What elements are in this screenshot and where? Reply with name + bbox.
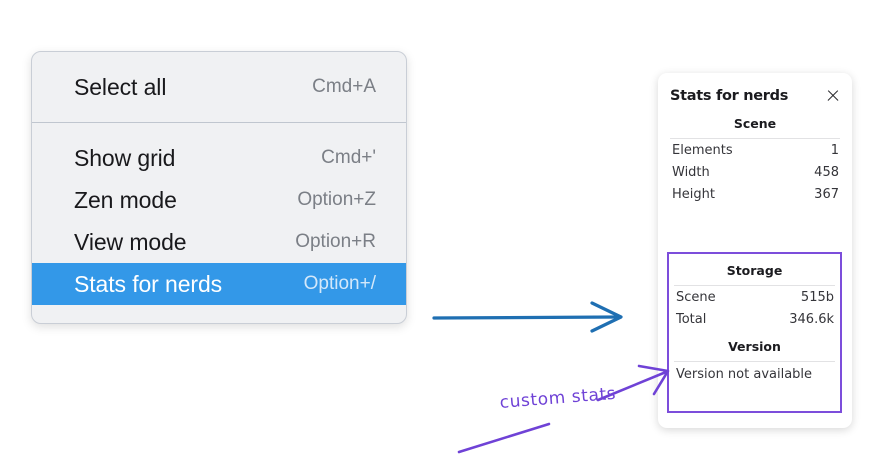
menu-item-shortcut: Option+/: [303, 273, 376, 294]
stat-row-width: Width 458: [667, 161, 843, 183]
menu-item-label: Zen mode: [74, 186, 177, 213]
stat-label: Elements: [672, 142, 733, 158]
menu-group-1: Select all Cmd+A: [32, 52, 406, 122]
stat-value: 1: [830, 142, 839, 158]
menu-item-stats-for-nerds[interactable]: Stats for nerds Option+/: [32, 263, 406, 305]
menu-group-2: Show grid Cmd+' Zen mode Option+Z View m…: [32, 123, 406, 305]
menu-item-zen-mode[interactable]: Zen mode Option+Z: [32, 179, 406, 221]
section-divider: [674, 361, 835, 362]
menu-item-shortcut: Cmd+': [321, 147, 376, 168]
section-divider: [674, 285, 835, 286]
stat-row-height: Height 367: [667, 183, 843, 205]
custom-stats-region: Storage Scene 515b Total 346.6k Version …: [667, 252, 842, 413]
stat-label: Width: [672, 164, 710, 180]
menu-item-shortcut: Cmd+A: [312, 76, 376, 97]
menu-item-select-all[interactable]: Select all Cmd+A: [32, 66, 406, 108]
stat-label: Total: [676, 311, 707, 327]
stat-row-storage-scene: Scene 515b: [671, 286, 838, 308]
section-heading-version: Version: [728, 339, 781, 354]
menu-item-label: Show grid: [74, 144, 176, 171]
stats-for-nerds-panel[interactable]: Stats for nerds Scene Elements 1 Width 4…: [658, 73, 852, 428]
section-heading-storage: Storage: [726, 263, 783, 278]
menu-item-label: View mode: [74, 228, 187, 255]
menu-item-view-mode[interactable]: View mode Option+R: [32, 221, 406, 263]
context-menu[interactable]: Select all Cmd+A Show grid Cmd+' Zen mod…: [31, 51, 407, 324]
stat-row-version: Version not available: [676, 367, 813, 382]
menu-item-show-grid[interactable]: Show grid Cmd+': [32, 137, 406, 179]
stat-row-storage-total: Total 346.6k: [671, 308, 838, 330]
stats-panel-title: Stats for nerds: [670, 88, 789, 104]
stat-value: 367: [814, 186, 839, 202]
stat-row-elements: Elements 1: [667, 139, 843, 161]
stat-label: Scene: [676, 289, 716, 305]
stat-label: Height: [672, 186, 715, 202]
section-heading-scene: Scene: [733, 116, 777, 131]
blue-arrow-icon: [432, 301, 623, 333]
menu-footer-spacer: [32, 305, 406, 323]
menu-item-label: Stats for nerds: [74, 270, 223, 297]
stat-value: 346.6k: [789, 311, 834, 327]
menu-item-shortcut: Option+R: [295, 231, 376, 252]
menu-item-label: Select all: [74, 73, 167, 100]
stat-value: 515b: [800, 289, 834, 305]
section-divider: [670, 138, 840, 139]
stats-panel-titlebar: Stats for nerds: [667, 85, 843, 107]
close-icon[interactable]: [825, 88, 841, 104]
purple-underline-stroke: [457, 422, 551, 454]
custom-stats-annotation-label: custom stats: [499, 383, 617, 413]
stat-value: 458: [814, 164, 839, 180]
menu-item-shortcut: Option+Z: [297, 189, 376, 210]
menu-separator: [32, 122, 406, 123]
